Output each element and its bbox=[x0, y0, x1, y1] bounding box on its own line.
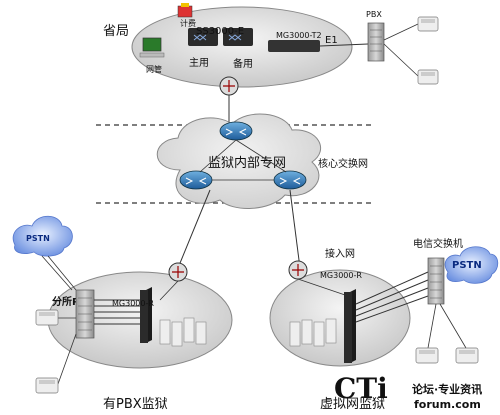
telephone-icon bbox=[455, 347, 479, 364]
core-switch-net-label: 核心交换网 bbox=[318, 157, 368, 170]
media-gateway-left bbox=[140, 287, 152, 343]
branch-pbx-rack bbox=[75, 289, 95, 339]
telecom-switch-rack bbox=[427, 257, 445, 305]
router-icon bbox=[219, 76, 239, 96]
provincial-bureau-zone bbox=[131, 6, 353, 88]
media-gateway-left-label: MG3000-R bbox=[112, 299, 154, 308]
telephone-icon bbox=[417, 69, 439, 85]
core-switch-icon bbox=[219, 121, 253, 141]
watermark-forum: 论坛·专业资讯 bbox=[412, 382, 482, 396]
provincial-bureau-label: 省局 bbox=[103, 24, 129, 39]
network-management-pc-icon bbox=[139, 37, 165, 58]
watermark-domain: forum.com bbox=[414, 398, 481, 411]
private-network-label: 监狱内部专网 bbox=[208, 155, 286, 171]
prison-virtual-label: 虚拟网监狱 bbox=[320, 397, 385, 412]
router-icon bbox=[168, 262, 188, 282]
access-net-label: 接入网 bbox=[325, 247, 355, 260]
billing-server-label: 计费 bbox=[180, 18, 196, 28]
prison-with-pbx-label: 有PBX监狱 bbox=[103, 397, 168, 412]
prison-virtual-zone bbox=[269, 269, 411, 367]
pstn-cloud-left bbox=[12, 215, 73, 257]
telephone-icon bbox=[35, 309, 59, 326]
softswitch-label: SS3000-E bbox=[196, 26, 244, 37]
network-management-label: 网管 bbox=[146, 64, 162, 74]
watermark-brand: CTi bbox=[334, 372, 388, 405]
e1-label: E1 bbox=[325, 35, 338, 46]
primary-label: 主用 bbox=[189, 57, 209, 69]
phone-bank-icon bbox=[159, 317, 207, 347]
softswitch-server-icon bbox=[188, 28, 253, 46]
top-pbx-rack bbox=[367, 22, 385, 62]
trunk-gateway-label: MG3000-T2 bbox=[276, 31, 322, 40]
backup-label: 备用 bbox=[233, 57, 253, 70]
pstn-left-label: PSTN bbox=[26, 234, 50, 243]
pstn-cloud-right bbox=[444, 246, 499, 284]
media-gateway-right-label: MG3000-R bbox=[320, 271, 362, 280]
phone-bank-icon bbox=[289, 318, 337, 347]
telephone-icon bbox=[35, 377, 59, 394]
telephone-icon bbox=[417, 16, 439, 32]
telephone-icon bbox=[415, 347, 439, 364]
pstn-right-label: PSTN bbox=[452, 260, 482, 271]
telecom-switch-label: 电信交换机 bbox=[413, 237, 463, 250]
billing-server-icon: 计费 bbox=[177, 3, 196, 28]
core-switch-icon bbox=[179, 170, 213, 190]
media-gateway-right bbox=[344, 289, 356, 363]
core-switch-icon bbox=[273, 170, 307, 190]
router-icon bbox=[288, 260, 308, 280]
trunk-gateway-device bbox=[268, 40, 320, 52]
top-pbx-label: PBX bbox=[366, 10, 382, 19]
